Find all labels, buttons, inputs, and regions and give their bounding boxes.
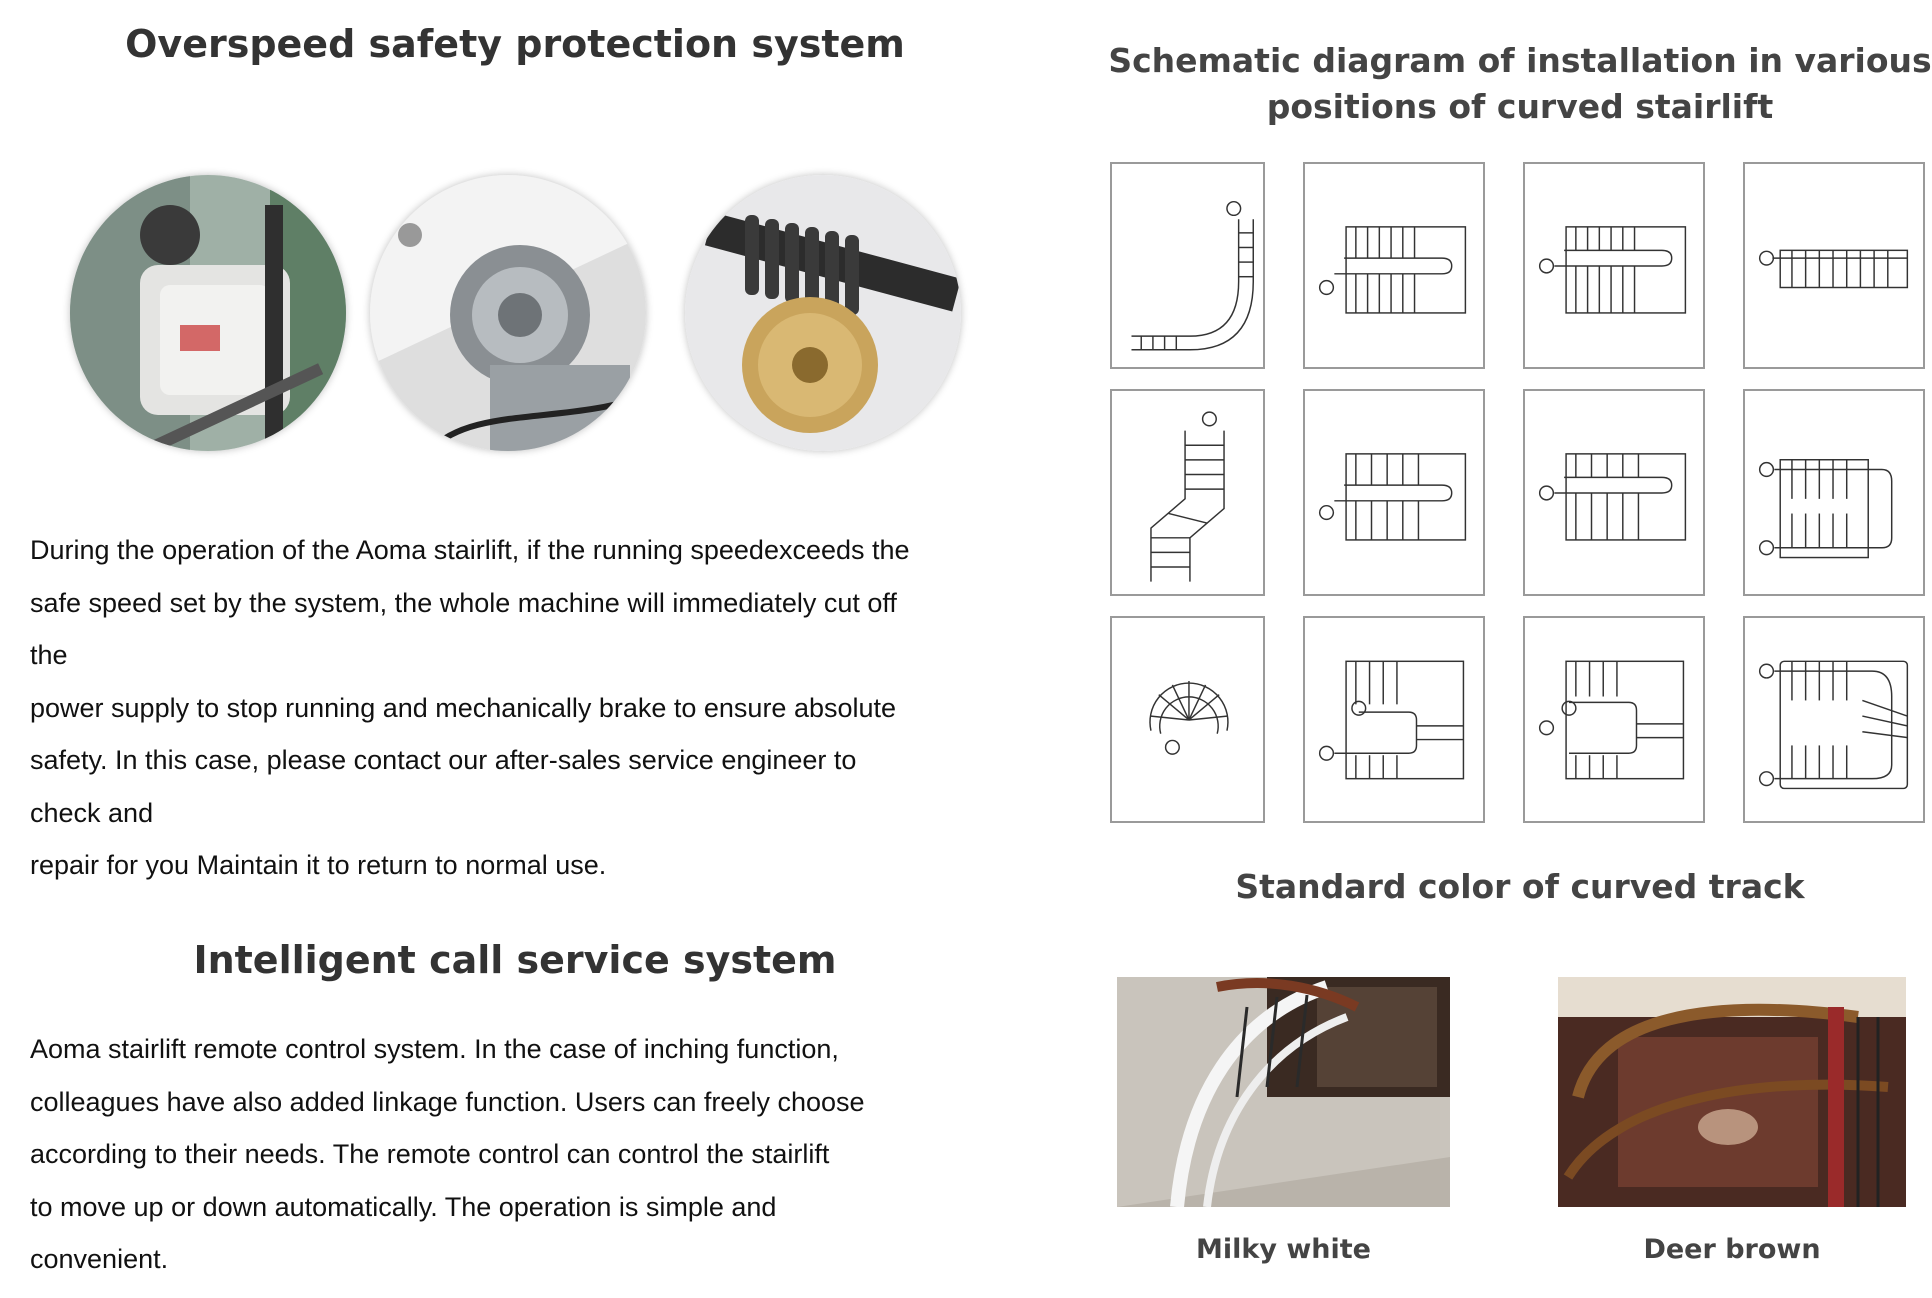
diagram-u-turn-outer-2	[1523, 389, 1705, 596]
diagram-curved-wrap-two-chairs	[1743, 616, 1925, 823]
diagram-l-shape-curve	[1110, 162, 1265, 369]
overspeed-line: power supply to stop running and mechani…	[30, 692, 897, 723]
overspeed-line: During the operation of the Aoma stairli…	[30, 535, 910, 565]
diagram-spiral	[1110, 616, 1265, 823]
diagram-straight-landing	[1743, 162, 1925, 369]
diagram-u-wrap-two-chairs	[1743, 389, 1925, 596]
photo-worm-gear	[685, 175, 961, 451]
diagram-u-turn-inner-2	[1303, 389, 1485, 596]
photo-brake-unit	[370, 175, 646, 451]
diagram-title-line: positions of curved stairlift	[1266, 87, 1774, 126]
overspeed-line: check and	[30, 797, 154, 828]
diagram-u-return-two-chairs	[1303, 616, 1485, 823]
overspeed-description: During the operation of the Aoma stairli…	[30, 524, 910, 892]
call-service-line: to move up or down automatically. The op…	[30, 1191, 777, 1222]
section-title-overspeed: Overspeed safety protection system	[125, 22, 905, 66]
call-service-line: Aoma stairlift remote control system. In…	[30, 1034, 839, 1064]
overspeed-line: the	[30, 640, 68, 670]
diagram-u-turn-inner	[1303, 162, 1485, 369]
installation-diagram-grid	[1110, 162, 1930, 827]
overspeed-line: repair for you Maintain it to return to …	[30, 850, 607, 880]
photo-speed-governor	[70, 175, 346, 451]
photo-milky-white-track	[1117, 977, 1450, 1207]
call-service-line: according to their needs. The remote con…	[30, 1139, 830, 1169]
color-title: Standard color of curved track	[1235, 867, 1805, 906]
diagram-title: Schematic diagram of installation in var…	[1090, 38, 1932, 130]
color-caption-milky-white: Milky white	[1196, 1234, 1371, 1265]
call-service-description: Aoma stairlift remote control system. In…	[30, 1023, 865, 1286]
diagram-u-return-two-chairs-2	[1523, 616, 1705, 823]
photo-deer-brown-track	[1558, 977, 1906, 1207]
call-service-line: colleagues have also added linkage funct…	[30, 1086, 865, 1117]
diagram-u-turn-outer	[1523, 162, 1705, 369]
diagram-double-bend	[1110, 389, 1265, 596]
diagram-title-line: Schematic diagram of installation in var…	[1108, 41, 1932, 80]
call-service-line: convenient.	[30, 1244, 169, 1274]
color-caption-deer-brown: Deer brown	[1643, 1234, 1821, 1265]
overspeed-line: safety. In this case, please contact our…	[30, 745, 857, 775]
section-title-call-service: Intelligent call service system	[193, 938, 837, 982]
overspeed-line: safe speed set by the system, the whole …	[30, 587, 897, 618]
